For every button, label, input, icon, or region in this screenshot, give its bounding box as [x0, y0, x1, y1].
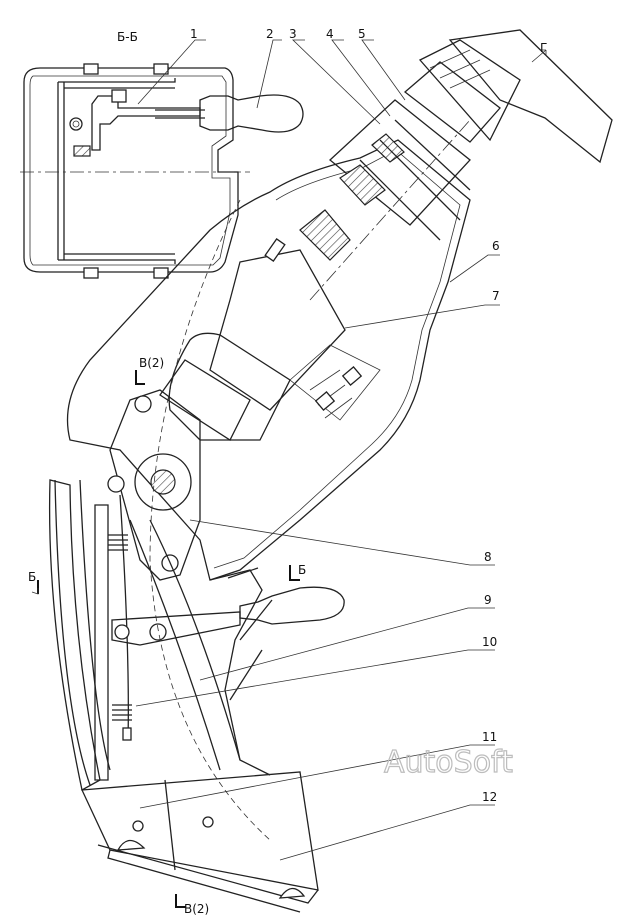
cut-v-bottom-label: В(2)	[184, 902, 209, 916]
main-assembly	[48, 29, 613, 913]
bolt-top-right	[153, 63, 169, 75]
cut-b-right-label: Б	[298, 563, 306, 577]
bolt-bottom-left	[83, 267, 99, 279]
callout-4: 4	[326, 27, 334, 41]
view-g-label: Г	[540, 41, 547, 55]
callout-3: 3	[289, 27, 297, 41]
pivot-hub	[134, 453, 192, 511]
section-bb-view: Б-Б	[20, 30, 304, 279]
callouts: 1 2 3 4 5 6 7 8 9 10 11 12	[135, 27, 500, 861]
callout-9: 9	[484, 593, 492, 607]
watermark: AutoSoft	[384, 745, 513, 780]
section-bb-title: Б-Б	[117, 30, 138, 44]
section-markers: В(2) В(2) Б Б Г	[28, 41, 547, 916]
cut-v-top-label: В(2)	[139, 356, 164, 370]
cut-b-left-label: Б	[28, 570, 36, 584]
callout-2: 2	[266, 27, 274, 41]
spring-lower	[112, 704, 132, 721]
callout-1: 1	[190, 27, 198, 41]
callout-12: 12	[482, 790, 497, 804]
spring-upper	[108, 534, 128, 551]
handle-knob-main	[239, 586, 345, 625]
callout-6: 6	[492, 239, 500, 253]
bolt-top-left	[83, 63, 99, 75]
callout-5: 5	[358, 27, 366, 41]
callout-7: 7	[492, 289, 500, 303]
callout-8: 8	[484, 550, 492, 564]
callout-11: 11	[482, 730, 497, 744]
callout-10: 10	[482, 635, 497, 649]
bolt-bottom-right	[153, 267, 169, 279]
handle-knob-inset	[199, 94, 304, 133]
